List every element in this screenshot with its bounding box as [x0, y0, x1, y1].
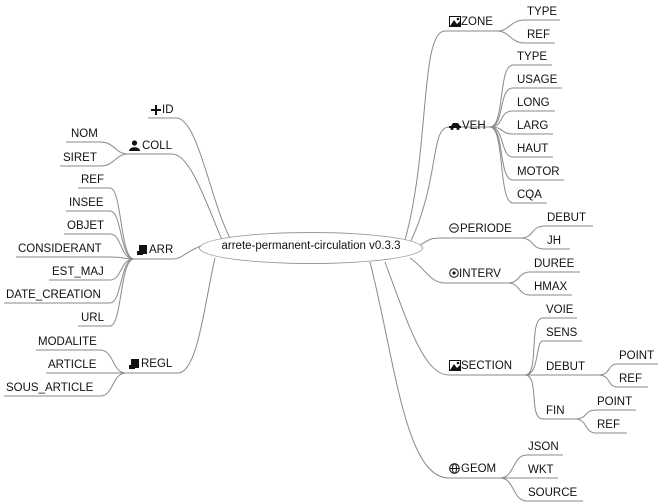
node-section[interactable]: SECTION [461, 360, 513, 372]
node-section-fin[interactable]: FIN [546, 405, 565, 417]
link-coll [128, 153, 223, 241]
link-geom [369, 261, 500, 479]
node-veh-motor[interactable]: MOTOR [517, 166, 560, 178]
minus-circle-icon [449, 223, 459, 233]
link-periode [419, 237, 520, 246]
map-icon [449, 360, 461, 371]
node-arr-est-maj[interactable]: EST_MAJ [52, 266, 104, 278]
node-arr-objet[interactable]: OBJET [67, 220, 105, 232]
document-icon [137, 245, 147, 255]
node-interv-duree[interactable]: DUREE [534, 258, 575, 270]
node-coll-nom[interactable]: NOM [71, 128, 98, 140]
node-arr-considerant[interactable]: CONSIDERANT [18, 243, 102, 255]
car-icon [449, 123, 461, 130]
link-regl [126, 257, 216, 374]
node-regl[interactable]: REGL [141, 358, 173, 370]
node-arr-date-creation[interactable]: DATE_CREATION [6, 289, 101, 301]
person-icon [129, 140, 140, 151]
node-periode[interactable]: PERIODE [460, 223, 512, 235]
globe-icon [449, 463, 460, 474]
node-periode-debut[interactable]: DEBUT [547, 212, 586, 224]
node-veh[interactable]: VEH [462, 120, 486, 132]
node-section-fin-point[interactable]: POINT [597, 396, 633, 408]
node-section-debut-ref[interactable]: REF [619, 373, 642, 385]
link-id [148, 117, 231, 239]
map-icon [449, 16, 461, 27]
node-arr[interactable]: ARR [149, 244, 174, 256]
node-section-voie[interactable]: VOIE [546, 304, 574, 316]
link-interv [409, 257, 508, 284]
node-regl-modalite[interactable]: MODALITE [38, 336, 97, 348]
node-geom-source[interactable]: SOURCE [528, 487, 578, 499]
node-veh-usage[interactable]: USAGE [517, 74, 558, 86]
node-arr-ref[interactable]: REF [81, 174, 104, 186]
node-id[interactable]: ID [162, 104, 174, 116]
plus-icon [151, 105, 161, 115]
node-coll[interactable]: COLL [142, 140, 173, 152]
node-zone-ref[interactable]: REF [527, 29, 550, 41]
node-veh-larg[interactable]: LARG [517, 120, 549, 132]
node-geom[interactable]: GEOM [461, 463, 497, 475]
node-geom-wkt[interactable]: WKT [528, 464, 554, 476]
link-section [384, 261, 525, 376]
node-zone[interactable]: ZONE [461, 16, 493, 28]
node-interv[interactable]: INTERV [459, 268, 501, 280]
root-node-label: arrete-permanent-circulation v0.3.3 [221, 240, 401, 252]
node-interv-hmax[interactable]: HMAX [534, 281, 568, 293]
node-periode-jh[interactable]: JH [547, 235, 562, 247]
node-veh-long[interactable]: LONG [517, 97, 550, 109]
node-arr-insee[interactable]: INSEE [69, 197, 104, 209]
node-arr-url[interactable]: URL [81, 312, 105, 324]
node-section-debut[interactable]: DEBUT [546, 361, 585, 373]
node-zone-type[interactable]: TYPE [527, 6, 558, 18]
link-veh [409, 126, 490, 244]
circle-icon [449, 268, 459, 278]
node-geom-json[interactable]: JSON [528, 441, 559, 453]
node-coll-siret[interactable]: SIRET [63, 152, 97, 164]
node-veh-haut[interactable]: HAUT [517, 143, 549, 155]
root-node[interactable] [199, 232, 423, 264]
node-regl-article[interactable]: ARTICLE [48, 359, 97, 371]
link-zone [404, 30, 497, 241]
node-regl-sous-article[interactable]: SOUS_ARTICLE [6, 382, 94, 394]
link-arr [134, 245, 202, 260]
node-section-sens[interactable]: SENS [546, 327, 578, 339]
node-veh-type[interactable]: TYPE [517, 51, 548, 63]
node-section-debut-point[interactable]: POINT [619, 350, 655, 362]
node-section-fin-ref[interactable]: REF [597, 419, 620, 431]
node-veh-cqa[interactable]: CQA [517, 189, 542, 201]
document-icon [129, 359, 139, 369]
